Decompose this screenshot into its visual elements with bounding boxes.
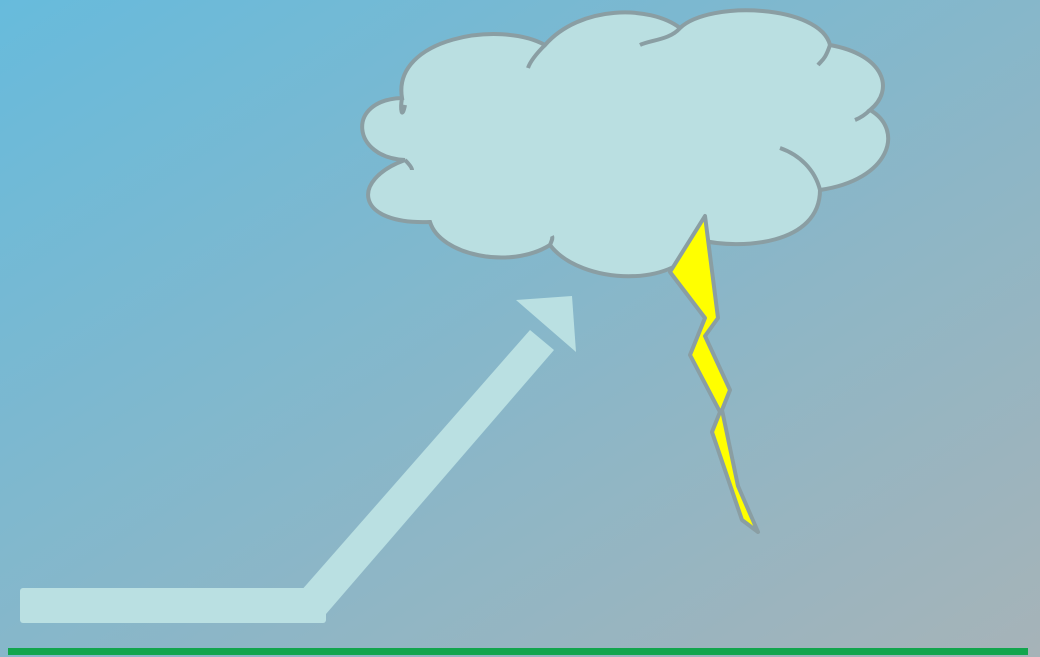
ground-line: [8, 648, 1028, 655]
cloud-puff-line: [550, 236, 552, 245]
arrow-base: [20, 588, 326, 623]
